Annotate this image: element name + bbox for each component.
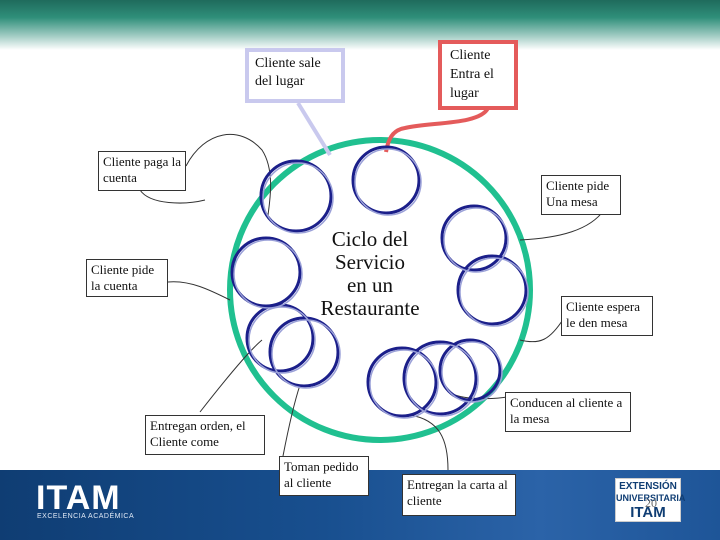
diagram-title: Ciclo del Servicio en un Restaurante <box>300 228 440 320</box>
connector-pide-mesa <box>519 209 605 241</box>
moment-circle <box>230 236 302 308</box>
page-number: 20 <box>645 496 657 510</box>
service-cycle-circle <box>227 137 533 443</box>
moment-circle <box>440 204 508 272</box>
header-band <box>0 0 720 50</box>
connector-pide-cuenta <box>167 281 231 301</box>
moment-circle <box>351 145 421 215</box>
title-line: en un <box>346 273 394 297</box>
extension-line-1: EXTENSIÓN <box>619 481 677 492</box>
label-toman-pedido: Toman pedido al cliente <box>279 456 369 496</box>
extension-line-2: UNIVERSITARIA <box>616 493 686 503</box>
title-line: Ciclo del <box>331 227 409 251</box>
itam-logo: ITAM <box>36 479 121 517</box>
moment-circle <box>366 346 438 418</box>
moment-circle <box>268 316 340 388</box>
title-line: Servicio <box>335 250 405 274</box>
label-cliente-entra: Cliente Entra el lugar <box>438 40 518 110</box>
label-conducen: Conducen al cliente a la mesa <box>505 392 631 432</box>
connector-carta <box>409 414 449 471</box>
connector-entra <box>384 106 490 153</box>
connector-toman <box>282 384 301 457</box>
moment-circle <box>438 338 502 402</box>
connector-entregan-orden <box>199 339 263 413</box>
label-entregan-carta: Entregan la carta al cliente <box>402 474 516 516</box>
label-pide-mesa: Cliente pide Una mesa <box>541 175 621 215</box>
label-paga-cuenta: Cliente paga la cuenta <box>98 151 186 191</box>
extension-line-3: ITAM <box>630 504 666 521</box>
extension-logo: EXTENSIÓN UNIVERSITARIA ITAM <box>615 478 686 522</box>
label-pide-cuenta: Cliente pide la cuenta <box>86 259 168 297</box>
label-espera-mesa: Cliente espera le den mesa <box>561 296 653 336</box>
connector-paga-b <box>139 189 206 204</box>
moment-circle <box>245 303 315 373</box>
label-entregan-orden: Entregan orden, el Cliente come <box>145 415 265 455</box>
connector-sale <box>296 101 332 157</box>
label-cliente-sale: Cliente sale del lugar <box>245 48 345 103</box>
connector-paga <box>185 134 272 216</box>
moment-circle <box>259 159 333 233</box>
moment-circle <box>456 254 528 326</box>
title-line: Restaurante <box>320 296 420 320</box>
connector-espera <box>519 317 565 343</box>
itam-tagline: EXCELENCIA ACADÉMICA <box>37 513 135 520</box>
moment-circle <box>402 340 478 416</box>
